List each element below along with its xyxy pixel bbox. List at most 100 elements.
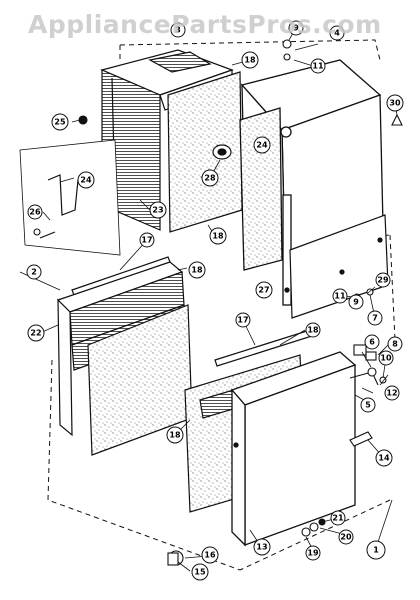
callout-circle [332,288,348,304]
callout-26: 26 [27,204,43,220]
callout-number: 18 [212,232,224,241]
callout-number: 26 [29,208,41,217]
callout-number: 17 [141,236,152,245]
callout-number: 7 [372,314,378,323]
callout-circle [51,113,69,131]
watermark-logo: AppliancePartsPros.com [28,10,382,39]
callout-7: 7 [367,310,383,326]
callout-number: 6 [369,338,375,347]
callout-2: 2 [26,264,42,280]
callout-number: 10 [380,354,392,363]
callout-8: 8 [387,336,403,352]
callout-24: 24 [253,136,271,154]
callout-number: 1 [373,546,379,555]
callout-circle [170,22,186,38]
callout-5: 5 [360,397,376,413]
callout-14: 14 [375,449,393,467]
callout-13: 13 [253,538,271,556]
callout-circle [375,449,393,467]
upper-cover-panel [239,59,384,306]
callout-18: 18 [188,261,206,279]
callout-circle [338,529,354,545]
callout-27: 27 [255,281,273,299]
callout-circle [378,350,394,366]
callout-circle [201,169,219,187]
callout-23: 23 [149,201,167,219]
callout-24: 24 [77,171,95,189]
callout-number: 15 [194,568,206,577]
callout-circle [364,334,380,350]
callout-28: 28 [201,169,219,187]
callout-circle [348,294,364,310]
callout-circle [188,261,206,279]
grommet-part [212,144,232,160]
callout-circle [27,204,43,220]
callout-number: 9 [293,24,299,33]
callout-circle [329,25,345,41]
callout-number: 11 [312,62,324,71]
callout-circle [255,281,273,299]
callout-number: 29 [377,276,389,285]
callout-9: 9 [348,294,364,310]
callout-circle [77,171,95,189]
callout-circle [149,201,167,219]
callout-4: 4 [329,25,345,41]
bracket-inset [19,139,121,256]
callout-22: 22 [27,324,45,342]
callout-number: 30 [389,99,401,108]
callout-number: 28 [204,174,216,183]
callout-number: 27 [258,286,269,295]
callout-17: 17 [139,232,155,248]
callout-circle [305,545,321,561]
callout-circle [387,336,403,352]
callout-number: 4 [334,29,340,38]
callout-number: 20 [340,533,352,542]
callout-number: 11 [334,292,346,301]
callout-circle [241,51,259,69]
callout-18: 18 [305,322,321,338]
callout-number: 12 [386,389,397,398]
callout-circle [360,397,376,413]
callout-circle [166,426,184,444]
front-cover-panel [230,351,357,547]
callout-number: 13 [256,543,267,552]
callout-number: 18 [307,326,319,335]
hardware-parts [33,39,403,566]
callout-number: 9 [353,298,359,307]
callout-circle [310,58,326,74]
callout-11: 11 [332,288,348,304]
callout-number: 24 [256,141,268,150]
callout-circle [139,232,155,248]
callout-number: 16 [204,551,216,560]
callout-circle [367,310,383,326]
callout-number: 22 [30,329,41,338]
callout-number: 5 [365,401,371,410]
callout-circle [366,540,386,560]
callout-number: 18 [244,56,256,65]
callout-number: 25 [54,118,66,127]
callout-number: 2 [31,268,37,277]
callout-circle [253,538,271,556]
callout-number: 24 [80,176,92,185]
callout-18: 18 [166,426,184,444]
callout-number: 21 [332,514,344,523]
callout-number: 18 [169,431,181,440]
callout-number: 19 [307,549,319,558]
callout-16: 16 [201,546,219,564]
callout-25: 25 [51,113,69,131]
callout-circle [384,385,400,401]
callout-20: 20 [338,529,354,545]
callout-number: 17 [237,316,248,325]
callout-circle [26,264,42,280]
callout-9: 9 [288,20,304,36]
callout-number: 8 [392,340,398,349]
callout-circle [375,272,391,288]
callout-1: 1 [366,540,386,560]
callout-number: 23 [152,206,163,215]
callout-18: 18 [241,51,259,69]
callout-12: 12 [384,385,400,401]
callout-circle [27,324,45,342]
callout-circle [201,546,219,564]
